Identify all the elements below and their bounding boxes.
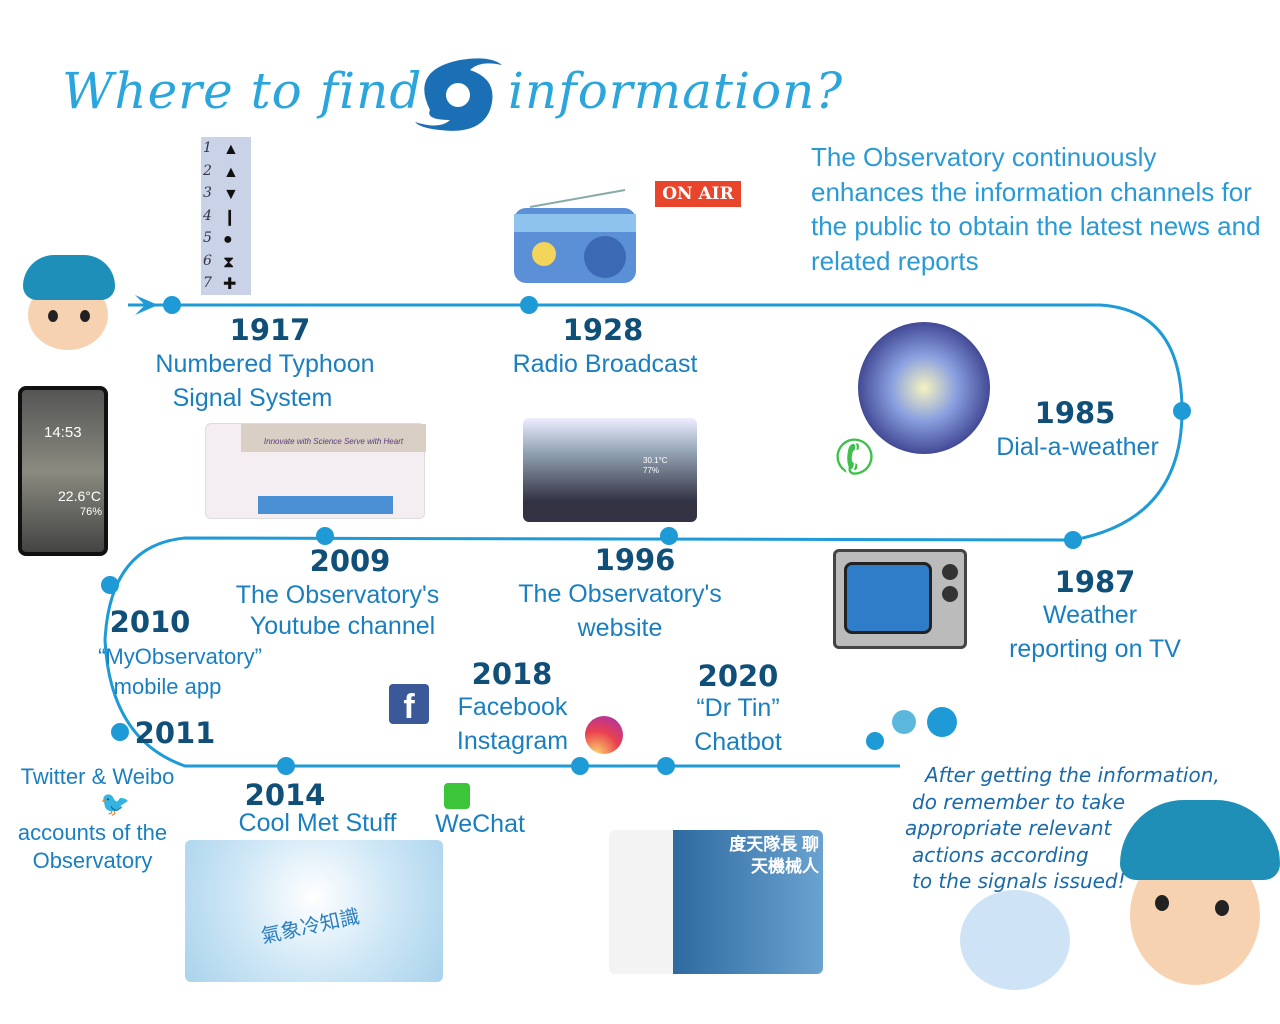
signal-3: 3	[203, 185, 212, 201]
year-2011: 2011	[134, 716, 216, 750]
year-2010: 2010	[109, 605, 191, 639]
dot-1917	[163, 296, 181, 314]
dot-1996	[660, 527, 678, 545]
year-1996: 1996	[594, 543, 676, 577]
closing-line-4: actions according	[912, 842, 1089, 867]
twitter-icon: 🐦	[100, 791, 130, 818]
dot-end	[866, 732, 884, 750]
youtube-channel-screenshot: Innovate with Science Serve with Heart	[205, 423, 426, 519]
phone-time: 14:53	[44, 424, 82, 441]
intro-text: The Observatory continuously enhances th…	[811, 142, 1261, 276]
label-1928: Radio Broadcast	[512, 350, 698, 378]
signal-1: 1	[203, 140, 212, 156]
on-air-sign: ON AIR	[655, 181, 741, 207]
phone-humidity: 76%	[80, 506, 103, 518]
weather-globe-icon	[858, 322, 990, 454]
signal-6: 6	[203, 252, 212, 269]
dot-2014	[277, 757, 295, 775]
cool-met-stuff-title: 氣象冷知識	[259, 905, 362, 949]
closing-line-5: to the signals issued!	[912, 869, 1126, 893]
label-1996-line1: The Observatory's	[518, 580, 722, 608]
youtube-banner: Innovate with Science Serve with Heart	[241, 424, 426, 452]
year-2014: 2014	[244, 778, 326, 812]
dot-1985	[1173, 402, 1191, 420]
year-2009: 2009	[309, 544, 391, 578]
website-temp: 30.1°C	[643, 456, 668, 465]
closing-line-2: do remember to take	[912, 789, 1126, 814]
label-instagram: Instagram	[456, 727, 569, 755]
cool-met-stuff-image: 氣象冷知識	[185, 840, 443, 982]
boy-mascot-icon	[1120, 800, 1280, 990]
signal-7: 7	[203, 275, 212, 291]
typhoon-signal-board: 1 2 3 4 5 6 7 ▲▲▼❙●⧗✚	[201, 137, 251, 295]
closing-line-1: After getting the information,	[925, 763, 1220, 787]
label-wechat: WeChat	[435, 810, 525, 838]
signal-5: 5	[203, 230, 212, 246]
dot-2011	[111, 723, 129, 741]
label-2011-line2: accounts of the	[17, 820, 168, 845]
chatbot-screenshot: 度天隊長 聊天機械人	[609, 830, 823, 974]
label-2011-line1: Twitter & Weibo	[20, 764, 175, 789]
dot-2020	[657, 757, 675, 775]
signal-4: 4	[203, 207, 212, 224]
dot-1928	[520, 296, 538, 314]
chatbot-title: 度天隊長 聊天機械人	[729, 835, 819, 876]
raindrop-mascot-icon	[960, 890, 1070, 990]
label-2020-line1: “Dr Tin”	[696, 694, 780, 722]
website-humidity: 77%	[643, 466, 660, 475]
year-1928: 1928	[562, 313, 644, 347]
year-2020: 2020	[697, 659, 779, 693]
title-part2: information?	[508, 62, 844, 120]
label-2010-line2: mobile app	[113, 674, 222, 699]
closing-line-3: appropriate relevant	[905, 816, 1112, 840]
label-1996-line2: website	[577, 614, 663, 642]
year-1985: 1985	[1034, 396, 1116, 430]
mobile-app-screenshot: 14:53 22.6°C 76%	[18, 386, 108, 556]
title-part1: Where to find	[62, 62, 423, 120]
label-2020-line2: Chatbot	[694, 728, 782, 756]
label-1985: Dial-a-weather	[996, 433, 1159, 461]
wechat-icon	[444, 783, 470, 809]
radio-icon	[514, 208, 636, 283]
dot-2009	[316, 527, 334, 545]
dot-2010	[101, 576, 119, 594]
label-1917-line2: Signal System	[172, 384, 333, 412]
label-2009-line2: Youtube channel	[249, 612, 436, 640]
phone-temp: 22.6°C	[58, 488, 101, 504]
facebook-icon: f	[389, 684, 429, 726]
closing-message: After getting the information, do rememb…	[905, 762, 1265, 895]
dot-1987	[1064, 531, 1082, 549]
instagram-icon	[585, 716, 623, 754]
label-2011-line3: Observatory	[32, 848, 153, 873]
boy-character-icon	[18, 255, 118, 350]
year-1917: 1917	[229, 313, 311, 347]
year-2018: 2018	[471, 657, 553, 691]
label-2014: Cool Met Stuff	[238, 809, 397, 837]
label-1987-line2: reporting on TV	[1009, 635, 1181, 663]
label-2009-line1: The Observatory's	[235, 581, 440, 609]
signal-2: 2	[203, 162, 212, 179]
tv-icon	[833, 549, 967, 649]
dot-2018	[571, 757, 589, 775]
arrow-icon	[135, 295, 158, 315]
website-screenshot: 30.1°C 77%	[523, 418, 697, 522]
label-1917-line1: Numbered Typhoon	[155, 350, 375, 378]
label-1987-line1: Weather	[1042, 601, 1138, 629]
label-2010-line1: “MyObservatory”	[98, 644, 262, 669]
year-1987: 1987	[1054, 565, 1136, 599]
label-facebook: Facebook	[457, 693, 568, 721]
observatory-logo-icon	[415, 58, 502, 131]
